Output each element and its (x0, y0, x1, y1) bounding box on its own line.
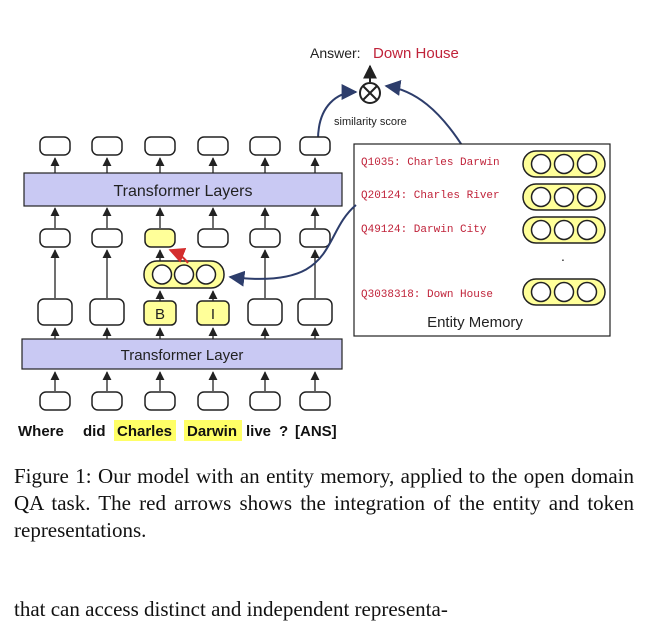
input-token: Where (18, 423, 64, 440)
bio-tag-box (196, 300, 230, 326)
input-box (249, 391, 281, 411)
output-box (197, 136, 229, 156)
input-arrows (50, 371, 320, 391)
middle-box (91, 228, 123, 248)
body-text: that can access distinct and independent… (14, 597, 448, 621)
figure-caption: Figure 1: Our model with an entity memor… (14, 464, 634, 542)
upper-input-arrows (50, 207, 320, 228)
input-token-boxes (39, 391, 331, 411)
middle-box (299, 228, 331, 248)
entity-embedding-capsule (143, 260, 225, 289)
entity-entry: Q49124: Darwin City (361, 224, 487, 236)
lower-output-arrows (50, 327, 320, 339)
word-highlight-charles (114, 420, 176, 441)
middle-box (249, 228, 281, 248)
entity-vector-capsule (522, 278, 606, 306)
lower-box (37, 298, 73, 326)
skip-arrows (50, 249, 320, 298)
output-box (144, 136, 176, 156)
upper-transformer-block (23, 172, 343, 207)
middle-box-highlighted (144, 228, 176, 248)
upper-transformer-label: Transformer Layers (114, 183, 253, 200)
input-box (144, 391, 176, 411)
input-token: did (83, 423, 106, 440)
bio-tag-box (143, 300, 177, 326)
model-diagram: Answer: Down House similarity score Tran… (18, 45, 611, 441)
entity-vector-capsule (522, 150, 606, 178)
query-to-similarity-arrow (317, 84, 358, 141)
entity-ellipsis: . (561, 248, 565, 264)
bio-tag-b: B (155, 306, 165, 323)
lower-box (247, 298, 283, 326)
input-token: ? (279, 423, 288, 440)
middle-box (197, 228, 229, 248)
memory-to-similarity-arrow (384, 80, 466, 151)
input-box (299, 391, 331, 411)
bio-to-capsule-arrows (155, 290, 218, 301)
entity-memory-title: Entity Memory (427, 314, 523, 331)
input-box (39, 391, 71, 411)
lower-token-boxes (37, 298, 333, 326)
answer-label: Answer: (310, 45, 361, 61)
lower-transformer-label: Transformer Layer (121, 347, 244, 364)
input-box (91, 391, 123, 411)
lower-transformer-block (21, 338, 343, 370)
output-box (249, 136, 281, 156)
lower-box (89, 298, 125, 326)
input-token: Charles (117, 423, 172, 440)
memory-to-capsule-arrow (228, 204, 357, 287)
output-box (299, 136, 331, 156)
input-token: [ANS] (295, 423, 337, 440)
multiply-icon (359, 82, 381, 104)
entity-vector-capsule (522, 183, 606, 211)
entity-entry: Q1035: Charles Darwin (361, 157, 500, 169)
input-token: Darwin (187, 423, 237, 440)
bio-tag-i: I (211, 306, 215, 323)
lower-box (297, 298, 333, 326)
upper-output-arrows (50, 157, 320, 173)
output-box (39, 136, 71, 156)
input-token: live (246, 423, 271, 440)
entity-entry: Q3038318: Down House (361, 289, 493, 301)
entity-vector-capsule (522, 216, 606, 244)
output-token-boxes (39, 136, 331, 156)
answer-value: Down House (373, 45, 459, 62)
middle-box (39, 228, 71, 248)
word-highlight-darwin (184, 420, 242, 441)
entity-entry: Q20124: Charles River (361, 190, 500, 202)
input-box (197, 391, 229, 411)
integration-red-arrow (168, 247, 189, 264)
output-box (91, 136, 123, 156)
middle-token-boxes (39, 228, 331, 248)
similarity-label: similarity score (334, 116, 407, 128)
